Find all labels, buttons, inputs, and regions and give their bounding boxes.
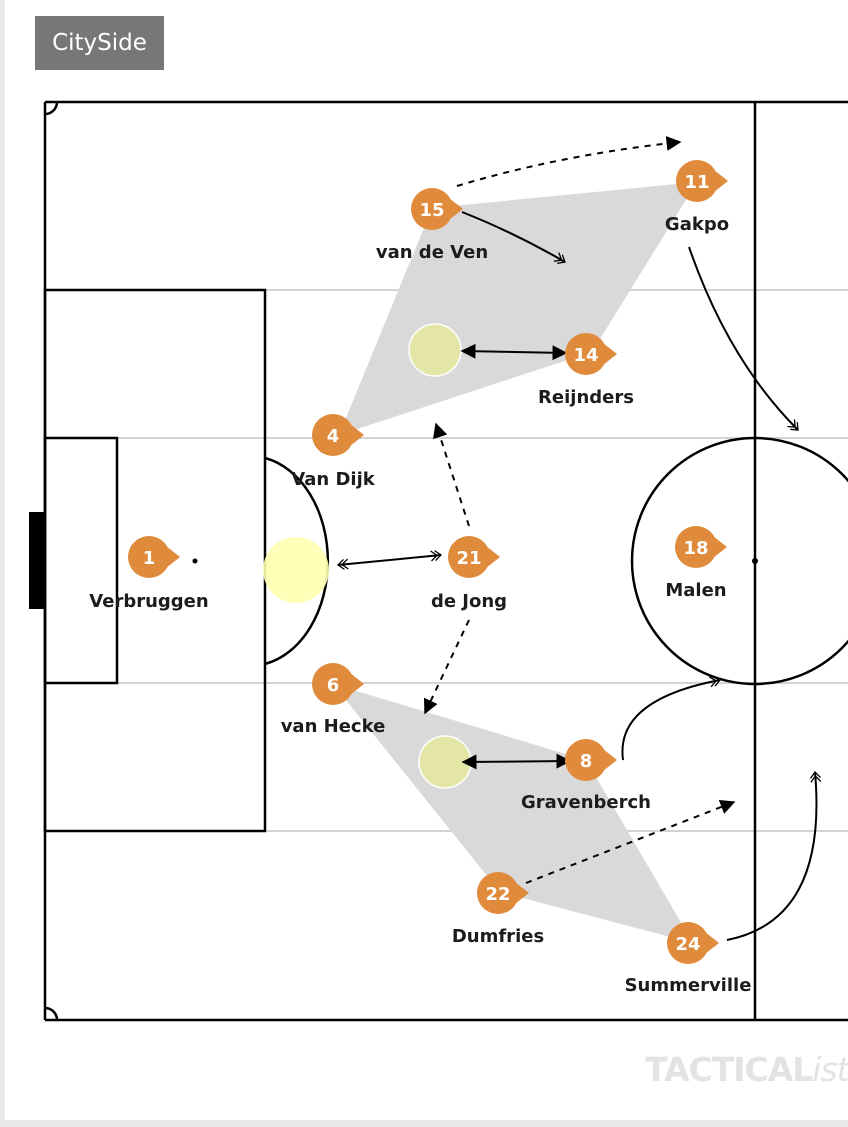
player-name: de Jong: [431, 591, 507, 612]
arrow-gravenberch-link: [461, 753, 572, 770]
player-name: Verbruggen: [89, 591, 208, 612]
goal-box: [43, 436, 119, 685]
player-number: 8: [580, 751, 593, 772]
player-circle: [667, 922, 709, 964]
player-direction-icon: [603, 749, 617, 771]
penalty-spot: [192, 558, 198, 564]
arrow-run-gakpo: [688, 246, 799, 431]
centre-spot: [752, 558, 758, 564]
player-direction-icon: [449, 198, 463, 220]
player-marker-15: 15 van de Ven: [376, 188, 488, 263]
player-marker-21: 21 de Jong: [431, 536, 507, 612]
arrow-run-summerville: [726, 770, 822, 941]
player-circle: [565, 739, 607, 781]
centre-circle: [630, 436, 848, 686]
goal: [29, 512, 46, 609]
watermark-light: ista: [812, 1050, 848, 1089]
movement-arrows: [336, 135, 822, 941]
team-badge: CitySide: [35, 16, 164, 70]
player-direction-icon: [603, 343, 617, 365]
player-circle: [448, 536, 490, 578]
highlight-zone: [263, 537, 329, 603]
player-number: 21: [456, 548, 481, 569]
player-number: 22: [485, 884, 510, 905]
player-name: Gakpo: [665, 214, 729, 235]
player-direction-icon: [350, 424, 364, 446]
player-direction-icon: [515, 882, 529, 904]
player-name: Summerville: [625, 975, 752, 996]
player-direction-icon: [705, 932, 719, 954]
player-circle: [565, 333, 607, 375]
arrow-reijnders-link: [460, 343, 568, 361]
player-number: 11: [684, 172, 709, 193]
player-number: 18: [683, 538, 708, 559]
player-circle: [312, 663, 354, 705]
corner-arc-top: [44, 101, 59, 116]
arrow-de-jong-down: [423, 619, 470, 715]
player-direction-icon: [713, 536, 727, 558]
player-circle: [477, 872, 519, 914]
arrow-run-gravenberch: [621, 675, 721, 761]
player-name: Malen: [665, 580, 726, 601]
penalty-arc: [264, 456, 330, 666]
player-circle: [312, 414, 354, 456]
arrow-de-jong-up: [433, 422, 470, 527]
player-name: Reijnders: [538, 387, 634, 408]
player-circle: [675, 526, 717, 568]
player-direction-icon: [486, 546, 500, 568]
player-number: 15: [419, 200, 444, 221]
player-direction-icon: [714, 170, 728, 192]
player-direction-icon: [350, 673, 364, 695]
player-name: Van Dijk: [291, 469, 375, 490]
watermark-bold: TACTICAL: [645, 1050, 813, 1089]
arrow-run-van-de-ven: [456, 135, 682, 187]
player-number: 14: [573, 345, 598, 366]
corner-arc-bottom: [44, 1006, 59, 1021]
arrow-run-van-de-ven-inside: [461, 211, 566, 264]
player-name: Gravenberch: [521, 792, 651, 813]
player-circle: [128, 536, 170, 578]
left-side-shape: [339, 182, 697, 435]
player-circle: [676, 160, 718, 202]
player-marker-6: 6 van Hecke: [281, 663, 386, 737]
player-circle: [411, 188, 453, 230]
arrow-run-dumfries: [525, 799, 736, 884]
player-number: 4: [327, 426, 340, 447]
player-number: 24: [675, 934, 700, 955]
space-marker-top: [408, 323, 462, 377]
player-name: van Hecke: [281, 716, 386, 737]
player-name: van de Ven: [376, 242, 488, 263]
player-name: Dumfries: [452, 926, 544, 947]
watermark-logo: TACTICALista: [645, 1050, 848, 1089]
arrow-de-jong-drop: [336, 550, 443, 570]
player-number: 6: [327, 675, 340, 696]
player-direction-icon: [166, 546, 180, 568]
player-number: 1: [143, 548, 156, 569]
